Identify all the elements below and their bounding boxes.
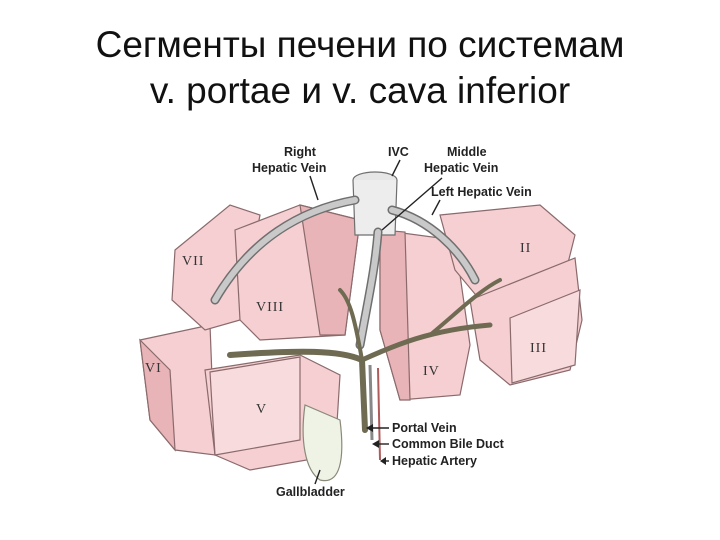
segment-vi-side bbox=[139, 338, 176, 452]
gallbladder-label: Gallbladder bbox=[276, 485, 345, 499]
ivc-label: IVC bbox=[388, 145, 409, 159]
segment-iii-face bbox=[509, 289, 581, 384]
right-hepatic-vein-label-1: Right bbox=[284, 145, 317, 159]
title-line-2: v. portae и v. cava inferior bbox=[149, 70, 571, 111]
right-hepatic-vein bbox=[210, 195, 360, 305]
right-hepatic-vein-label-2: Hepatic Vein bbox=[252, 161, 326, 175]
segment-vii-label: VII bbox=[182, 254, 204, 269]
segment-vi-label: VI bbox=[145, 361, 162, 376]
right-hepatic-vein-leader bbox=[309, 175, 319, 201]
portal-vein-branches bbox=[227, 278, 502, 433]
middle-hepatic-vein-label-2: Hepatic Vein bbox=[424, 161, 498, 175]
segment-ii-label: II bbox=[520, 241, 531, 256]
segment-iii-label: III bbox=[530, 341, 547, 356]
slide-title: Сегменты печени по системам v. portae и … bbox=[0, 22, 720, 114]
hepatic-artery-arrow bbox=[380, 457, 389, 465]
segment-viii-label: VIII bbox=[256, 300, 284, 315]
middle-hepatic-vein-label-1: Middle bbox=[447, 145, 487, 159]
common-bile-duct-label: Common Bile Duct bbox=[392, 437, 505, 451]
segment-v-face bbox=[209, 356, 301, 456]
middle-hepatic-vein bbox=[355, 227, 383, 350]
portal-vein-label: Portal Vein bbox=[392, 421, 457, 435]
left-hepatic-vein-label: Left Hepatic Vein bbox=[431, 185, 532, 199]
segment-iv-side bbox=[379, 229, 411, 401]
segment-v-label: V bbox=[256, 402, 267, 417]
segment-viii-side bbox=[299, 204, 361, 336]
gallbladder-shape bbox=[302, 404, 343, 482]
left-hepatic-vein bbox=[387, 205, 480, 285]
middle-hepatic-vein-leader bbox=[381, 177, 443, 231]
gallbladder-leader bbox=[314, 469, 321, 485]
common-bile-duct-arrow bbox=[372, 440, 389, 448]
segment-iv-label: IV bbox=[423, 364, 440, 379]
title-line-1: Сегменты печени по системам bbox=[95, 24, 625, 65]
left-hepatic-vein-leader bbox=[431, 199, 441, 216]
ivc-leader bbox=[391, 159, 401, 177]
portal-vein-arrow bbox=[366, 424, 389, 432]
hepatic-artery-label: Hepatic Artery bbox=[392, 454, 477, 468]
